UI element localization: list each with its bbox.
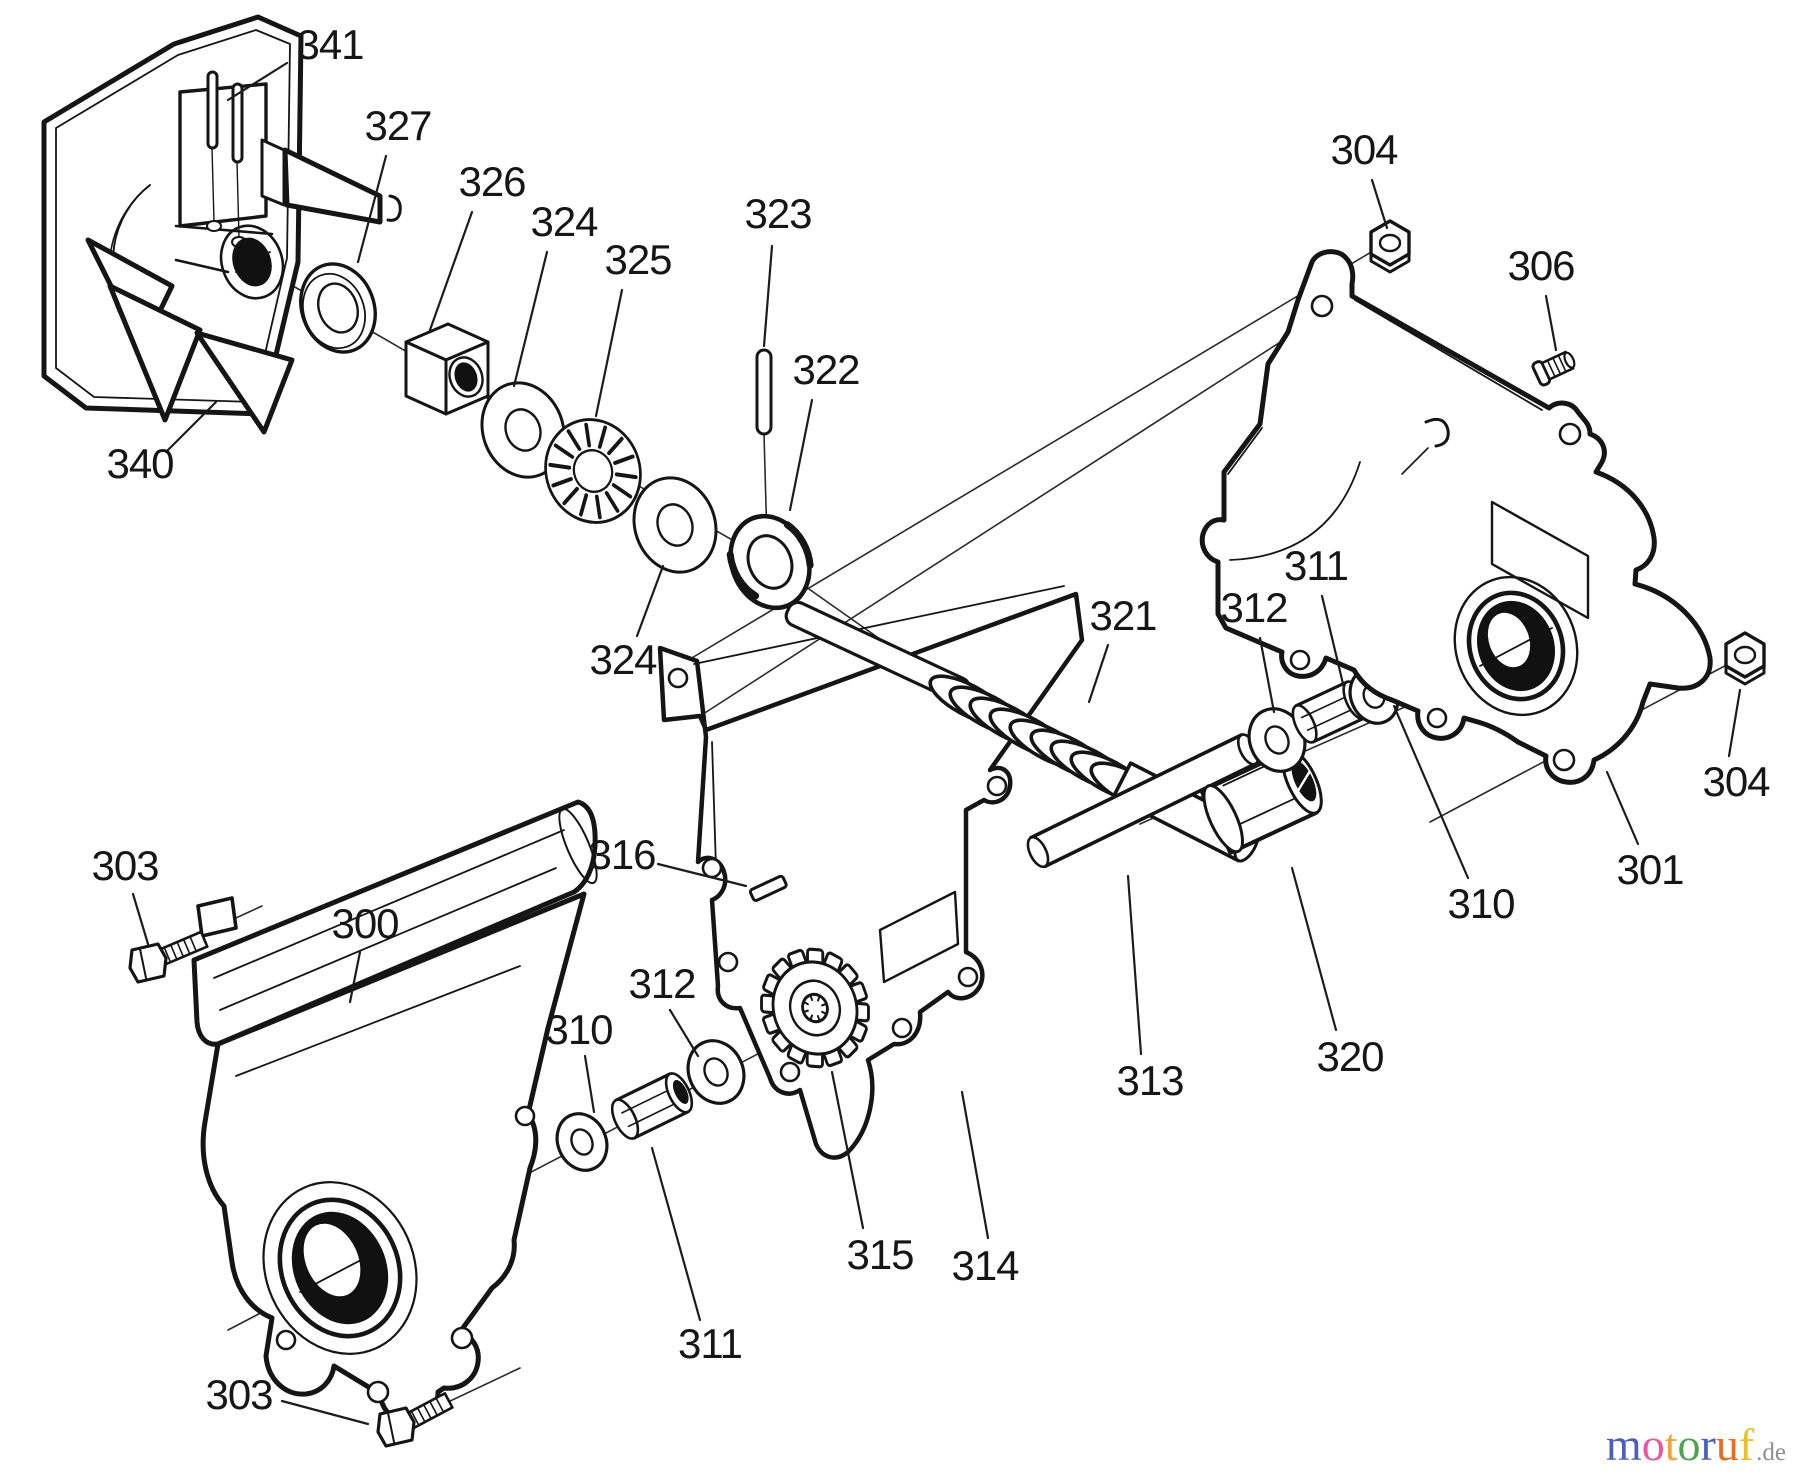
shaft-313 <box>1026 733 1260 869</box>
part-label-322: 322 <box>792 346 860 393</box>
hex-nut-304-right <box>1724 631 1766 686</box>
part-label-340: 340 <box>106 440 174 487</box>
part-label-311: 311 <box>1284 542 1349 589</box>
washer-324-b <box>632 476 718 574</box>
watermark-letter: f <box>1738 1419 1755 1470</box>
part-label-301: 301 <box>1616 846 1684 893</box>
watermark-letter: o <box>1641 1419 1665 1470</box>
hex-bolt-303-bottom <box>376 1392 454 1448</box>
part-label-304: 304 <box>1330 126 1398 173</box>
part-label-311: 311 <box>678 1320 743 1367</box>
part-label-325: 325 <box>604 236 672 283</box>
part-label-303: 303 <box>91 842 159 889</box>
part-label-326: 326 <box>458 158 526 205</box>
part-label-341: 341 <box>296 21 364 68</box>
retainer-ring-322 <box>726 513 814 611</box>
part-label-324: 324 <box>530 198 598 245</box>
pin-316 <box>748 874 788 902</box>
part-label-306: 306 <box>1507 242 1575 289</box>
watermark-letter: m <box>1605 1419 1642 1470</box>
gear-housing-300 <box>191 799 598 1425</box>
auger-bracket-340 <box>41 14 402 435</box>
washer-312-left <box>686 1039 746 1105</box>
part-label-316: 316 <box>588 831 656 878</box>
worm-shaft-321 <box>784 600 1261 863</box>
part-label-323: 323 <box>744 190 812 237</box>
hex-nut-304-top <box>1369 219 1411 274</box>
watermark-suffix: .de <box>1756 1439 1786 1466</box>
washer-310-left <box>555 1112 609 1172</box>
watermark-letter: u <box>1715 1419 1739 1470</box>
part-label-314: 314 <box>951 1242 1019 1289</box>
star-washer-325 <box>544 418 642 524</box>
washer-324-a <box>480 381 566 479</box>
watermark-motoruf: motoruf.de <box>1606 1422 1786 1468</box>
gear-housing-301 <box>1199 249 1713 785</box>
hex-bolt-303-top <box>128 930 209 984</box>
part-label-303: 303 <box>205 1371 273 1418</box>
part-label-315: 315 <box>846 1231 914 1278</box>
part-label-313: 313 <box>1116 1057 1184 1104</box>
part-label-312: 312 <box>1220 584 1288 631</box>
part-label-320: 320 <box>1316 1033 1384 1080</box>
washer-312-right <box>1247 707 1307 773</box>
part-label-310: 310 <box>545 1006 613 1053</box>
part-label-310: 310 <box>1447 880 1515 927</box>
watermark-letter: r <box>1700 1419 1716 1470</box>
watermark-letter: t <box>1664 1419 1678 1470</box>
bushing-320 <box>1199 748 1323 855</box>
watermark-letter: o <box>1677 1419 1701 1470</box>
part-label-324: 324 <box>589 636 657 683</box>
part-label-304: 304 <box>1702 758 1770 805</box>
set-screw-306 <box>1531 350 1576 387</box>
hex-bushing-311-left <box>610 1072 694 1140</box>
gear-315 <box>760 947 870 1069</box>
part-label-327: 327 <box>364 102 432 149</box>
part-label-300: 300 <box>331 900 399 947</box>
leader-lines <box>131 61 1742 1426</box>
pin-323 <box>755 348 773 436</box>
part-label-312: 312 <box>628 960 696 1007</box>
bushing-326 <box>404 322 490 416</box>
part-label-321: 321 <box>1089 592 1157 639</box>
seal-327 <box>299 262 377 354</box>
